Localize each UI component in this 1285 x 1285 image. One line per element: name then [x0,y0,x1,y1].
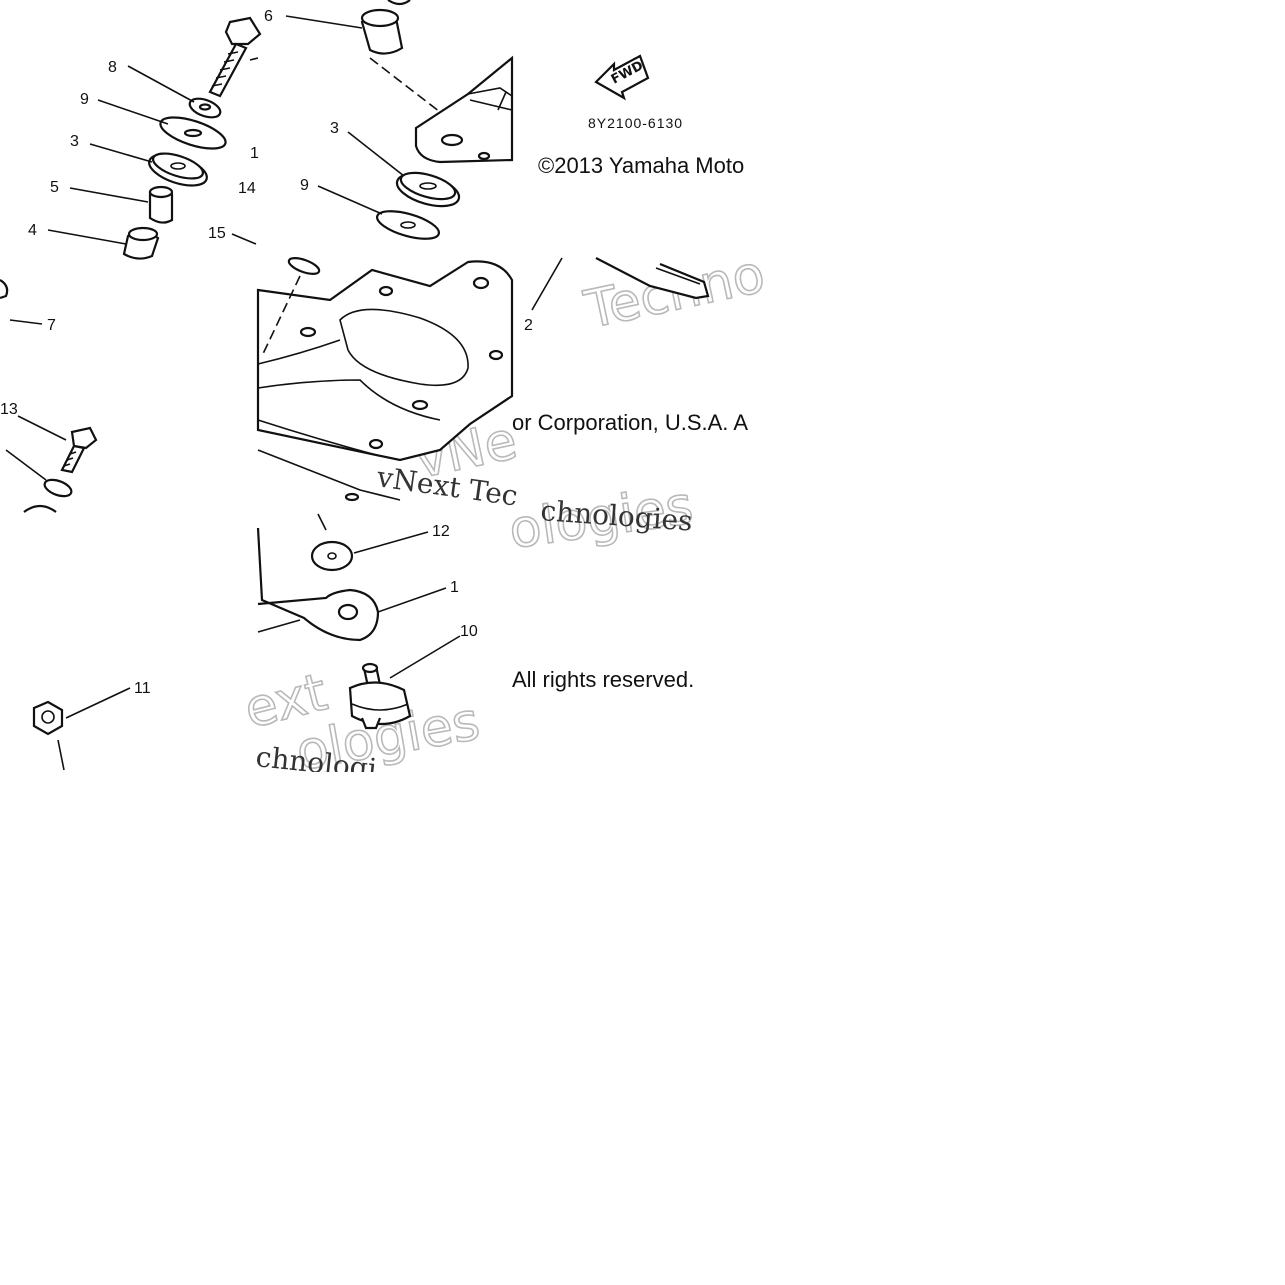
callout-number: 2 [524,317,533,334]
nut-part [32,700,64,736]
cut-part-fragment [0,279,9,300]
engine-mount-frame-part [256,257,514,502]
callout-number: 14 [238,180,256,197]
callout-number: 1 [250,145,259,162]
leader-line [57,739,65,771]
rubber-mount-part [395,171,461,208]
copyright-line-1: ©2013 Yamaha Moto [538,153,744,178]
callout-number: 15 [208,225,226,242]
callout-number: 1 [450,579,459,596]
leader-line [285,15,563,311]
callout-number: 5 [50,179,59,196]
callout-number: 10 [460,623,478,640]
leader-line [353,531,461,679]
spacer-part [360,0,411,55]
collar-long-part [122,226,160,260]
bolt-small-part [60,426,98,474]
callout-number: 9 [300,177,309,194]
washer-small-part [43,478,73,498]
copyright-line-2: or Corporation, U.S.A. A [512,410,748,435]
mount-bracket-part [256,513,380,642]
callout-number: 8 [108,59,117,76]
callout-number: 6 [264,8,273,25]
copyright-line-3: All rights reserved. [512,667,694,692]
callout-number: 3 [70,133,79,150]
washer-flat-part [159,116,227,150]
leader-line [5,57,259,719]
callout-number: 9 [80,91,89,108]
callout-number: 4 [28,222,37,239]
cut-part-fragment [23,504,57,513]
bolt-part [208,16,262,98]
bracket-plate-part [414,55,514,164]
blank-region [0,772,1285,1285]
callout-number: 3 [330,120,339,137]
diagram-code: 8Y2100-6130 [588,115,683,131]
washer-small-part [188,97,222,119]
rubber-mount-part [148,152,208,187]
collar-part [148,185,174,224]
callout-number: 12 [432,523,450,540]
callout-number: 7 [47,317,56,334]
callout-number: 11 [134,680,151,697]
callout-number: 13 [0,401,18,418]
fwd-arrow-icon: FWD [594,54,650,101]
frame-edge-part [595,257,710,300]
washer-flat-part [375,210,441,240]
washer-part [310,540,354,572]
callout-labels: 6 8 9 3 1 5 14 4 15 7 13 3 9 2 12 1 10 1… [0,8,533,697]
damper-grommet-part [348,662,412,730]
